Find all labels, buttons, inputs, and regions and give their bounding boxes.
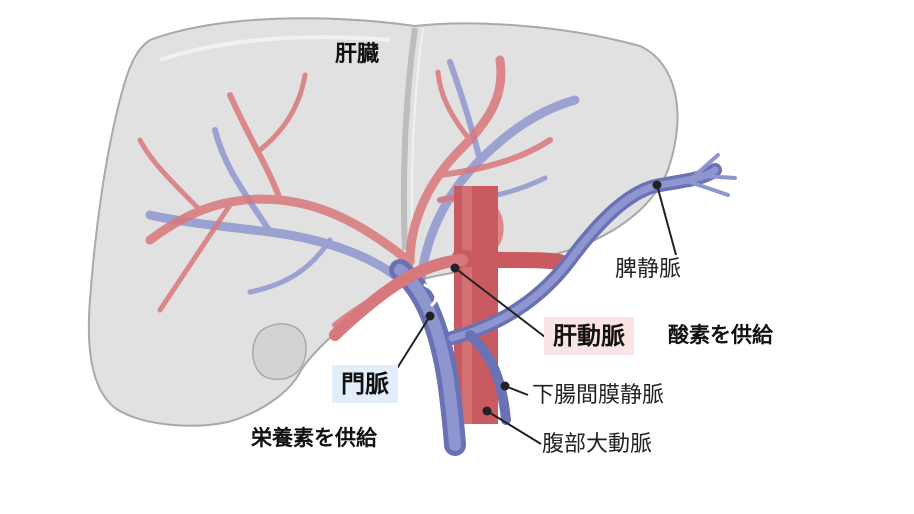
leader-splenic [656,184,677,256]
splenic-vein-label: 脾静脈 [615,257,682,282]
organ-label: 肝臓 [335,42,380,67]
hepatic-artery-proper [329,254,468,341]
aorta-shade [462,186,472,424]
splenic-vein-fork [688,153,737,197]
artery-branch-left-down [157,202,233,313]
leader-hepatic-artery [454,267,546,338]
aorta-trunk [454,186,498,424]
dot-portal [425,311,435,321]
liver-highlight [159,35,391,62]
leader-portal [395,315,431,371]
hepatic-artery-label: 肝動脈 [544,317,634,355]
artery-branch-main-right [405,55,506,267]
inferior-mesenteric-vein [465,330,511,425]
dot-aorta [482,406,492,416]
artery-branch-left-up [227,92,283,203]
common-hepatic-duct-hint [423,283,438,307]
dot-splenic [652,180,662,190]
artery-branch-left-far [137,137,203,213]
dot-hepatic-artery [450,263,460,273]
portal-vein-system [389,153,737,456]
portal-branch-left-3 [247,237,333,295]
imv-label: 下腸間膜静脈 [532,383,665,408]
hepatic-artery-to-liver [329,254,468,341]
dot-imv [500,381,510,391]
leader-dots [425,180,662,416]
artery-branch-left-up-2 [257,72,308,153]
celiac-trunk [452,250,568,270]
hepatic-artery-role: 酸素を供給 [668,323,773,347]
leader-aorta [486,410,542,445]
portal-vein-label: 門脈 [332,365,398,403]
leader-lines [395,184,677,445]
gallbladder [252,323,307,381]
falciform-ligament [400,27,418,251]
portal-branch-right-2 [447,59,483,163]
splenic-vein-light [448,166,719,342]
artery-branch-right-3 [435,69,473,143]
artery-branch-right-2 [437,137,553,178]
portal-vein-trunk-light [394,264,461,451]
aorta-label: 腹部大動脈 [542,432,653,457]
abdominal-aorta [452,186,568,424]
portal-vein-role: 栄養素を供給 [251,426,377,450]
portal-branch-left-2 [212,127,273,235]
